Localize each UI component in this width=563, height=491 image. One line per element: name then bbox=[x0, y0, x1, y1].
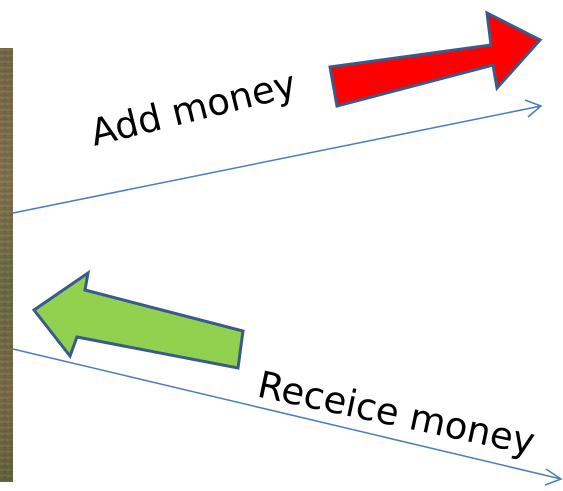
receive-money-line-arrowhead bbox=[544, 468, 563, 486]
add-money-arrow bbox=[328, 10, 543, 108]
add-money-line bbox=[12, 105, 542, 214]
receive-money-line bbox=[12, 348, 562, 480]
receive-money-arrow bbox=[31, 269, 245, 370]
add-money-line-arrowhead bbox=[524, 99, 543, 118]
photo-fragment-shade bbox=[0, 48, 13, 482]
